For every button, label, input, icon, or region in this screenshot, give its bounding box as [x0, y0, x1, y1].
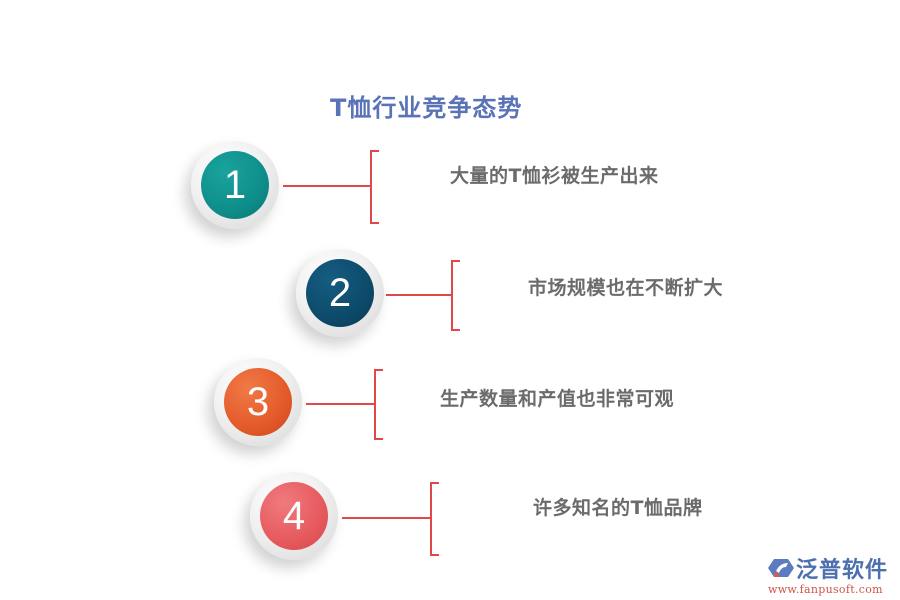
diagram-title: T恤行业竞争态势: [330, 94, 523, 122]
bracket-1: [370, 150, 379, 224]
step-node-3: 3: [214, 358, 302, 446]
bracket-4: [430, 482, 439, 556]
step-number-3: 3: [224, 368, 292, 436]
logo-name: 泛普软件: [796, 558, 889, 583]
step-number-2: 2: [306, 259, 374, 327]
step-number-1: 1: [201, 151, 269, 219]
step-label-3: 生产数量和产值也非常可观: [440, 388, 675, 410]
brand-logo: 泛普软件 www.fanpusoft.com: [768, 552, 888, 596]
step-label-2: 市场规模也在不断扩大: [528, 277, 724, 299]
step-label-4: 许多知名的T恤品牌: [533, 497, 703, 519]
step-node-1: 1: [191, 141, 279, 229]
step-node-4: 4: [250, 472, 338, 560]
connector-line-3: [306, 403, 374, 405]
bracket-2: [451, 260, 460, 331]
logo-url: www.fanpusoft.com: [768, 583, 883, 596]
connector-line-1: [283, 185, 370, 187]
connector-line-4: [342, 517, 430, 519]
fanpu-logo-icon: [768, 557, 794, 579]
bracket-3: [374, 369, 383, 440]
connector-line-2: [386, 294, 451, 296]
step-node-2: 2: [296, 249, 384, 337]
step-number-4: 4: [260, 482, 328, 550]
step-label-1: 大量的T恤衫被生产出来: [450, 165, 659, 187]
